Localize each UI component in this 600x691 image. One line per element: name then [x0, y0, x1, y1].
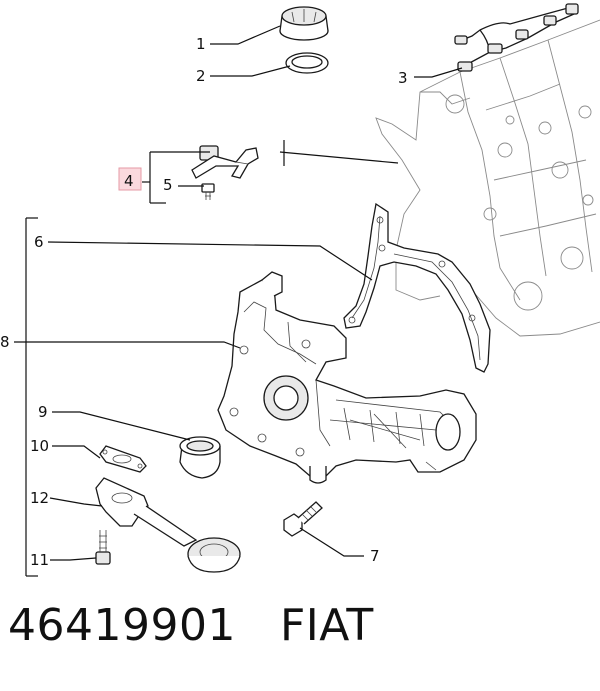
- callout-6: 6: [34, 233, 44, 251]
- callout-8: 8: [0, 333, 10, 351]
- sensor-pipe-part: [191, 145, 259, 179]
- flange-bolt-part: [283, 501, 323, 537]
- pickup-gasket-part: [99, 445, 147, 473]
- callout-7: 7: [370, 547, 380, 565]
- oil-pump-housing-part: [217, 271, 477, 484]
- seal-ring-part: [285, 52, 329, 74]
- part-caption: 46419901 FIAT: [8, 600, 374, 651]
- callout-11: 11: [30, 551, 49, 569]
- gasket-part: [343, 202, 491, 373]
- pickup-bolt-part: [95, 530, 111, 565]
- callout-3: 3: [398, 69, 408, 87]
- callout-2: 2: [196, 67, 206, 85]
- callout-5: 5: [163, 176, 173, 194]
- engine-block-outline: [375, 19, 600, 337]
- callout-10: 10: [30, 437, 49, 455]
- oil-seal-part: [179, 436, 221, 479]
- leader-lines: [14, 25, 463, 577]
- oil-strainer-part: [95, 477, 241, 573]
- part-number: 46419901: [8, 600, 236, 651]
- callout-4: 4: [124, 172, 134, 190]
- callout-9: 9: [38, 403, 48, 421]
- callout-labels: 1 2 3 4 5 6 7 8 9 10 11 12: [0, 35, 408, 569]
- wiring-harness-part: [454, 3, 579, 72]
- callout-12: 12: [30, 489, 49, 507]
- brand-name: FIAT: [279, 600, 374, 651]
- callout-4-highlight: [118, 167, 142, 191]
- oil-filler-cap-part: [279, 6, 329, 41]
- callout-1: 1: [196, 35, 206, 53]
- small-bolt-part: [201, 183, 215, 200]
